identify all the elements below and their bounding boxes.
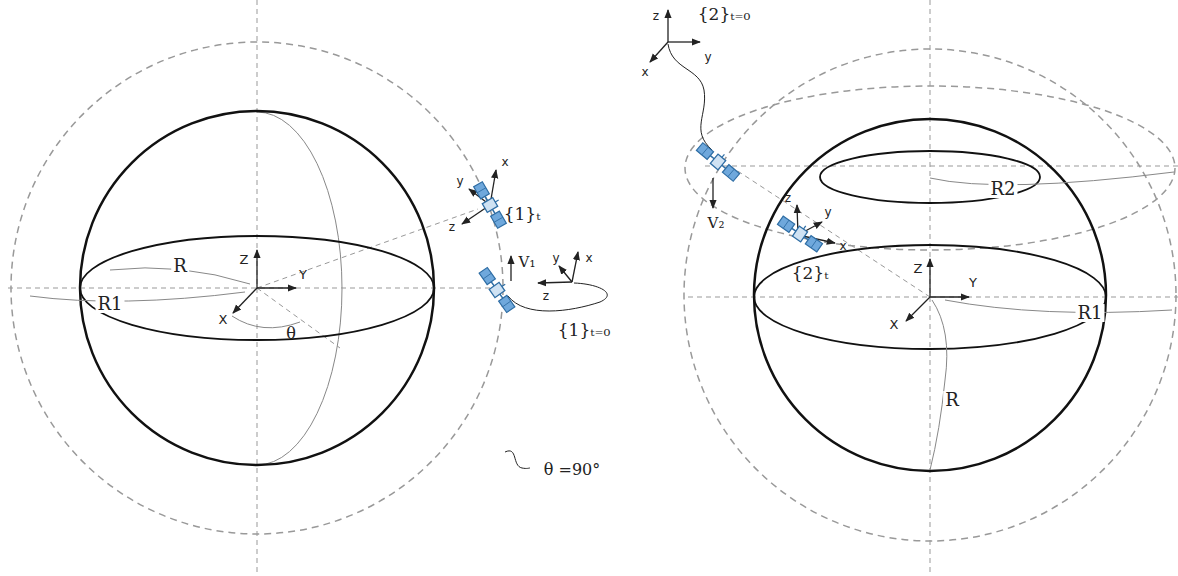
latitude-circle [820,151,1040,203]
diagram-label: R1 [95,295,124,313]
diagram-label: V₂ [708,216,725,231]
frame-link [508,283,607,311]
diagram-label: {2}ₜ₌₀ [698,6,750,23]
diagram-label: Z [240,253,249,266]
satellite-icon [777,212,825,253]
orbit-circle [11,42,503,534]
axes [233,170,578,313]
satellite-icon [478,265,519,313]
inclined-orbit [685,86,1175,250]
callout-squiggle [505,451,530,469]
diagram-label: x [585,252,592,264]
diagram-label: x [839,240,846,252]
diagram-label: {1}ₜ₌₀ [558,322,610,339]
diagram-label: V₁ [519,255,536,270]
right-figure [650,0,1178,576]
diagram-label: {1}ₜ [504,206,541,223]
diagram-label: R [171,257,189,275]
earth-sphere [754,119,1106,471]
leader-lines [30,268,300,328]
diagram-label: θ [286,326,296,342]
diagram-label: {2}ₜ [792,265,829,282]
satellite-icon [696,139,743,182]
diagram-label: y [704,51,711,63]
diagram-label: R1 [1075,304,1104,322]
left-figure [8,0,607,576]
leader-lines [930,172,1174,470]
equator [80,236,434,340]
diagram-label: y [456,175,463,187]
diagram-label: X [890,318,899,331]
diagram-label: Z [914,262,923,275]
guide-lines [8,0,500,576]
diagram-label: x [501,156,508,168]
diagram-label: Y [299,268,307,281]
diagram-label: y [552,252,559,264]
diagram-label: X [219,313,228,326]
frame-link [668,44,712,150]
diagram-label: θ =90° [544,462,600,478]
diagram-label: z [653,10,659,22]
axes [650,10,969,321]
orbit-circle [684,49,1176,541]
meridian [257,112,342,465]
diagram-label: Y [969,276,977,289]
diagram-label: z [785,192,791,204]
diagram-label: y [824,206,831,218]
equator [754,245,1106,349]
diagram-label: R2 [988,180,1017,198]
diagram-label: x [641,66,648,78]
diagram-label: z [449,221,455,233]
diagram-label: z [543,290,549,302]
earth-sphere [80,111,434,465]
diagram-label: R [943,391,961,409]
